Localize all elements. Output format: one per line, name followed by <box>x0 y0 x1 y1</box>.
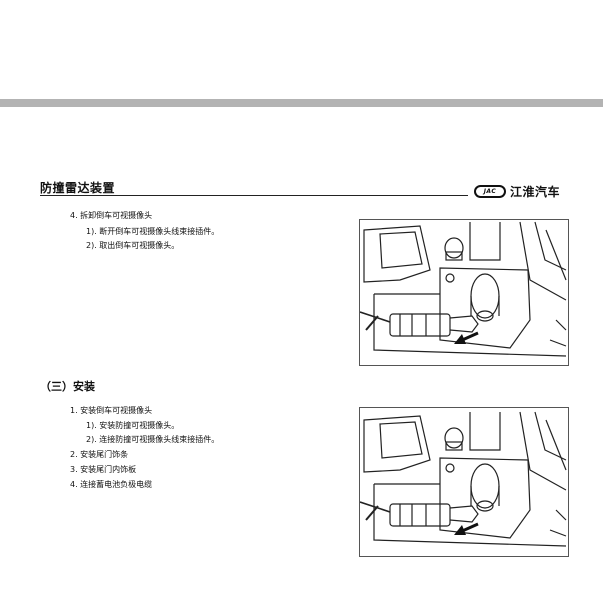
brand-name: 江淮汽车 <box>510 184 561 199</box>
install-step-1: 1. 安装倒车可视摄像头 <box>70 406 153 415</box>
pointer-arrow-icon <box>454 522 479 535</box>
install-substep-1: 1). 安装防撞可视摄像头。 <box>86 421 180 430</box>
jac-logo: JAC <box>474 184 506 198</box>
install-step-2: 2. 安装尾门饰条 <box>70 450 129 459</box>
install-heading: （三）安装 <box>40 380 95 393</box>
removal-step-4: 4. 拆卸倒车可视摄像头 <box>70 211 153 220</box>
brand-logo: JAC 江淮汽车 <box>474 183 560 199</box>
top-gray-band <box>0 99 603 107</box>
removal-substep-2: 2). 取出倒车可视摄像头。 <box>86 241 180 250</box>
removal-substep-1: 1). 断开倒车可视摄像头线束接插件。 <box>86 227 220 236</box>
install-step-4: 4. 连接蓄电池负极电缆 <box>70 480 153 489</box>
header-rule <box>40 195 468 196</box>
install-substep-2: 2). 连接防撞可视摄像头线束接插件。 <box>86 435 220 444</box>
install-step-3: 3. 安装尾门内饰板 <box>70 465 137 474</box>
section-title: 防撞雷达装置 <box>40 181 116 195</box>
pointer-arrow-icon <box>454 331 479 344</box>
